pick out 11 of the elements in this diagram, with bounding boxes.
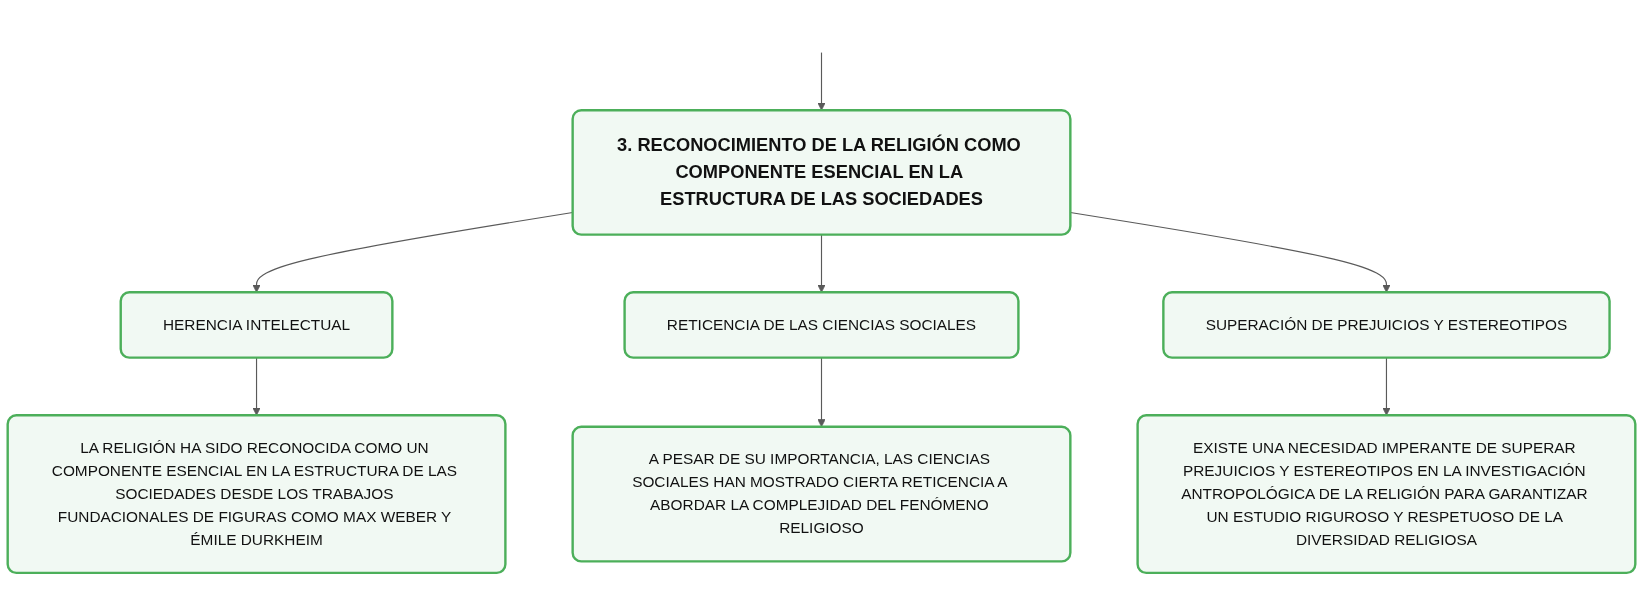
node-box: LA RELIGIÓN HA SIDO RECONOCIDA COMO UN COMPONENTE ESENCIAL EN LA ESTRUCTURA DE LAS SOCIEDADES DESDE LOS TRABAJOS FUNDACIONALES DE FIGURAS COMO MAX WEBER Y ÉMILE DURKHEIM [6,414,507,575]
arrow [817,234,826,293]
node-box: HERENCIA INTELECTUAL [119,291,394,359]
node-box: SUPERACIÓN DE PREJUICIOS Y ESTEREOTIPOS [1162,291,1611,359]
node-box: 3. RECONOCIMIENTO DE LA RELIGIÓN COMO COMPONENTE ESENCIAL EN LA ESTRUCTURA DE LAS SOCIEDADES [571,109,1072,236]
arrow [1382,357,1391,416]
node-box: EXISTE UNA NECESIDAD IMPERANTE DE SUPERAR PREJUICIOS Y ESTEREOTIPOS EN LA INVESTIGACIÓN ANTROPOLÓGICA DE LA RELIGIÓN PARA GARANTIZAR UN ESTUDIO RIGUROSO Y RESPETUOSO DE LA DIVERSIDAD RELIGIOSA [1136,414,1637,575]
node-box: RETICENCIA DE LAS CIENCIAS SOCIALES [623,291,1020,359]
arrow [817,52,826,111]
node-box: A PESAR DE SU IMPORTANCIA, LAS CIENCIAS SOCIALES HAN MOSTRADO CIERTA RETICENCIA A ABORDAR LA COMPLEJIDAD DEL FENÓMENO RELIGIOSO [571,425,1072,563]
arrow [252,357,261,416]
